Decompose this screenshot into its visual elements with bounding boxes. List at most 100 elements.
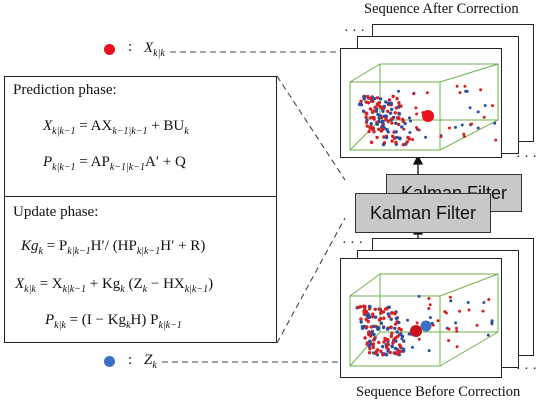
after-ellipsis-top: · · ·: [344, 24, 365, 39]
legend-blue-var: Z: [144, 352, 153, 368]
cloud-point: [393, 351, 397, 355]
legend-red-label: Xk|k: [144, 40, 165, 59]
cloud-point: [378, 97, 383, 101]
cloud-point: [439, 135, 443, 139]
cloud-point: [395, 96, 399, 101]
cloud-point: [376, 112, 380, 117]
cloud-point: [366, 96, 370, 100]
cloud-point: [476, 110, 480, 114]
cloud-point: [470, 122, 474, 126]
eq1-rhs2: + BU: [147, 118, 185, 134]
cloud-point: [393, 346, 398, 351]
cloud-point: [458, 309, 462, 313]
cloud-point: [385, 307, 389, 311]
cloud-point: [374, 109, 379, 114]
cloud-point: [390, 139, 394, 143]
cloud-point: [399, 104, 403, 108]
cloud-point: [401, 119, 405, 124]
cloud-point: [402, 339, 406, 343]
cloud-point: [377, 127, 381, 131]
cloud-point: [428, 303, 432, 307]
cloud-point: [396, 116, 401, 120]
cloud-point: [379, 115, 384, 120]
cloud-point: [411, 345, 414, 349]
eq1-rhs: = AX: [79, 118, 113, 134]
cloud-point: [415, 126, 418, 129]
cloud-point: [427, 307, 431, 310]
cloud-point: [372, 338, 376, 342]
eq4-f: ): [208, 276, 214, 292]
eq4-a: X: [15, 276, 25, 292]
cloud-point: [415, 112, 419, 116]
before-red-point: [410, 325, 422, 337]
cloud-point: [359, 99, 363, 104]
eq5-a: P: [45, 312, 55, 328]
cloud-point: [491, 104, 494, 108]
box-connector-top: [276, 75, 346, 181]
eq3-b-sub: k|k−1: [67, 246, 91, 257]
cloud-point: [375, 122, 379, 126]
update-equation-covariance: Pk|k = (I − KgkH) Pk|k−1: [45, 312, 182, 331]
cloud-point: [395, 135, 399, 140]
legend-blue-label: Zk: [144, 352, 157, 371]
cloud-point: [375, 102, 380, 106]
cloud-point: [388, 350, 392, 355]
cloud-point: [393, 312, 397, 316]
cloud-point: [424, 135, 428, 139]
blue-marker-icon: [104, 356, 115, 367]
cloud-point: [388, 111, 393, 115]
cloud-point: [494, 138, 498, 142]
cloud-point: [454, 321, 458, 325]
cloud-point: [370, 99, 375, 104]
cloud-point: [395, 330, 399, 334]
eq3-b: = P: [42, 238, 68, 254]
cloud-point: [390, 331, 394, 336]
cloud-point: [400, 125, 404, 129]
cloud-point: [389, 317, 393, 321]
eq1-rhs2-sub: k: [184, 126, 189, 137]
cloud-point: [391, 94, 395, 99]
cloud-point: [397, 320, 401, 325]
cloud-point: [386, 109, 390, 114]
cloud-point: [394, 121, 398, 126]
cloud-point: [396, 349, 400, 353]
cloud-point: [371, 312, 375, 316]
eq5-b-sub: k: [126, 320, 131, 331]
after-point-cloud: [357, 84, 498, 147]
cloud-point: [411, 138, 415, 141]
kalman-filter-box: Kalman Filter: [355, 193, 491, 233]
cloud-point: [398, 137, 402, 141]
cloud-point: [482, 301, 486, 304]
cloud-point: [454, 125, 457, 129]
cloud-point: [462, 135, 466, 138]
cloud-point: [397, 122, 401, 127]
cloud-point: [368, 347, 372, 351]
cloud-point: [397, 326, 401, 331]
cloud-point: [402, 127, 406, 131]
cloud-point: [414, 106, 418, 110]
cloud-point: [381, 325, 386, 330]
legend-colon-blue: :: [128, 352, 133, 368]
cloud-point: [372, 117, 376, 121]
cloud-point: [386, 342, 390, 347]
cloud-point: [409, 119, 412, 123]
cloud-point: [359, 320, 363, 324]
eq4-e-sub: k|k−1: [184, 284, 209, 295]
cloud-point: [366, 319, 370, 324]
cloud-point: [447, 327, 451, 331]
cloud-point: [371, 342, 376, 346]
cloud-point: [417, 337, 421, 341]
cloud-point: [381, 310, 386, 314]
cloud-point: [458, 91, 462, 95]
eq1-rhs-sub: k−1|k−1: [112, 126, 148, 137]
cloud-point: [365, 112, 369, 116]
cloud-point: [384, 353, 389, 357]
cloud-point: [369, 122, 373, 126]
cloud-point: [449, 299, 453, 303]
cloud-point: [455, 329, 459, 333]
cloud-point: [382, 135, 386, 139]
cloud-point: [381, 142, 386, 147]
cloud-point: [359, 317, 363, 321]
eq5-b: = (I − Kg: [65, 312, 127, 328]
cloud-point: [356, 305, 360, 310]
